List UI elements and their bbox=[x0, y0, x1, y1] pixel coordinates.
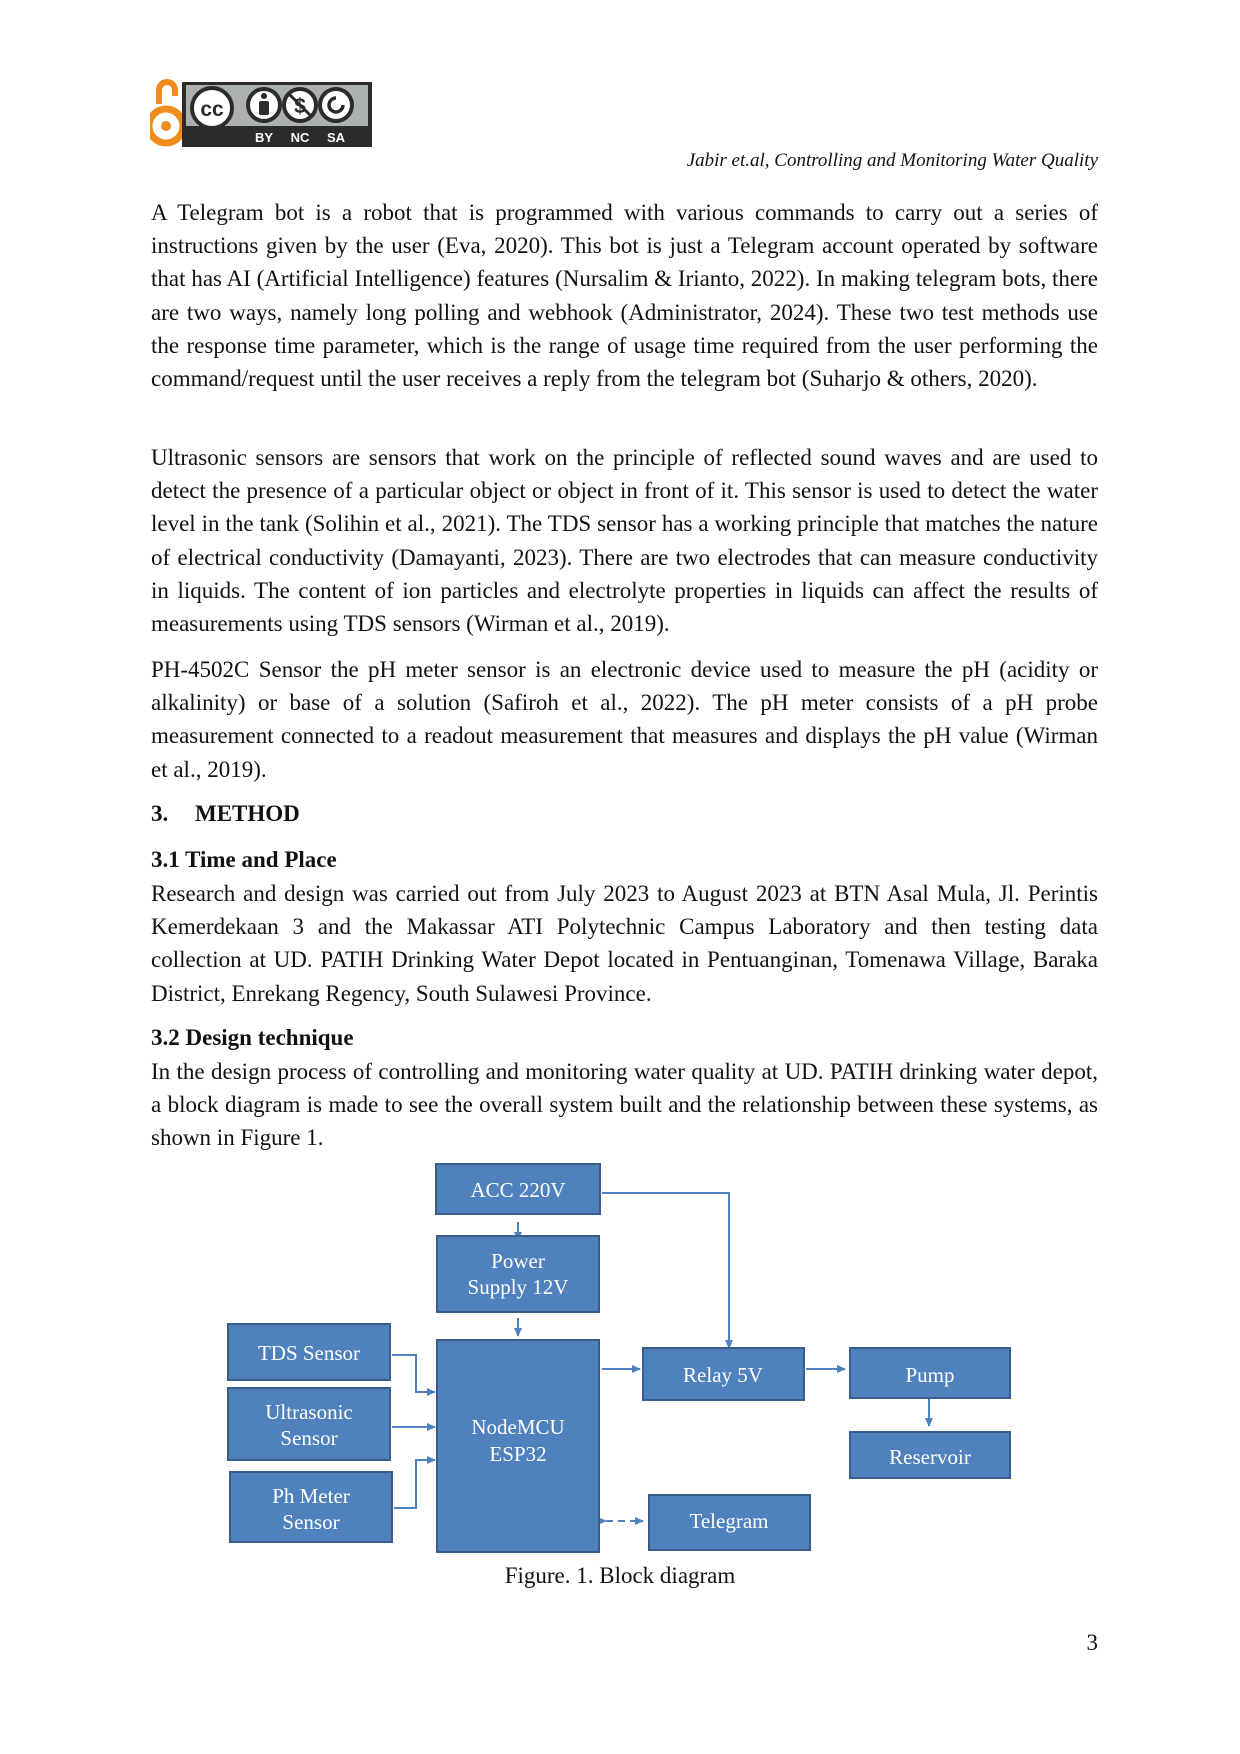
block-power-supply-label-line1: Power bbox=[491, 1249, 545, 1273]
block-telegram: Telegram bbox=[648, 1494, 811, 1551]
license-sa-label: SA bbox=[327, 130, 346, 145]
cc-icon: cc bbox=[190, 86, 234, 130]
block-pump: Pump bbox=[849, 1347, 1011, 1399]
block-pump-label: Pump bbox=[905, 1363, 954, 1387]
open-access-icon bbox=[150, 79, 187, 147]
block-relay-5v: Relay 5V bbox=[642, 1347, 805, 1401]
block-power-supply-12v: Power Supply 12V bbox=[436, 1235, 600, 1313]
block-nodemcu-esp32: NodeMCU ESP32 bbox=[436, 1339, 600, 1553]
section-number: 3. bbox=[151, 801, 169, 826]
paragraph-time-place: Research and design was carried out from… bbox=[151, 881, 1098, 1006]
diagram-connectors bbox=[392, 1192, 933, 1525]
paragraph-design-technique: In the design process of controlling and… bbox=[151, 1059, 1098, 1151]
block-power-supply-label-line2: Supply 12V bbox=[468, 1275, 569, 1299]
subsection-heading-time-place: 3.1 Time and Place bbox=[151, 847, 337, 872]
subsection-heading-design-technique: 3.2 Design technique bbox=[151, 1025, 354, 1050]
section-title: METHOD bbox=[195, 801, 300, 826]
block-nodemcu-label-line1: NodeMCU bbox=[471, 1415, 564, 1439]
block-ultrasonic-label-line2: Sensor bbox=[280, 1426, 337, 1450]
block-ultrasonic-sensor: Ultrasonic Sensor bbox=[227, 1387, 391, 1461]
block-reservoir-label: Reservoir bbox=[889, 1445, 971, 1469]
block-tds-sensor-label: TDS Sensor bbox=[258, 1341, 360, 1365]
running-head: Jabir et.al, Controlling and Monitoring … bbox=[686, 150, 1098, 171]
share-alike-icon bbox=[318, 87, 354, 123]
paragraph-telegram-bot: A Telegram bot is a robot that is progra… bbox=[151, 200, 1098, 392]
cc-mark: cc bbox=[200, 98, 224, 121]
block-ph-meter-label-line2: Sensor bbox=[282, 1510, 339, 1534]
block-telegram-label: Telegram bbox=[690, 1509, 769, 1533]
non-commercial-icon: $ bbox=[282, 87, 318, 123]
block-acc-220v-label: ACC 220V bbox=[470, 1178, 565, 1202]
block-ultrasonic-label-line1: Ultrasonic bbox=[265, 1400, 352, 1424]
paragraph-ultrasonic-tds: Ultrasonic sensors are sensors that work… bbox=[151, 445, 1098, 637]
block-tds-sensor: TDS Sensor bbox=[227, 1323, 391, 1381]
block-nodemcu-label-line2: ESP32 bbox=[489, 1442, 546, 1466]
arrow-ph-to-nodemcu bbox=[394, 1456, 436, 1509]
arrow-acc-to-relay bbox=[602, 1192, 733, 1349]
block-acc-220v: ACC 220V bbox=[435, 1163, 601, 1215]
license-by-label: BY bbox=[255, 130, 273, 145]
block-relay-label: Relay 5V bbox=[683, 1363, 763, 1387]
block-ph-meter-sensor: Ph Meter Sensor bbox=[229, 1471, 393, 1543]
figure-caption: Figure. 1. Block diagram bbox=[504, 1563, 736, 1588]
block-reservoir: Reservoir bbox=[849, 1431, 1011, 1479]
paragraph-ph-sensor: PH-4502C Sensor the pH meter sensor is a… bbox=[151, 657, 1098, 782]
cc-by-nc-sa-license-logo: cc $ BY NC SA bbox=[150, 79, 372, 147]
page-number: 3 bbox=[1086, 1630, 1099, 1655]
arrow-tds-to-nodemcu bbox=[392, 1354, 436, 1396]
block-ph-meter-label-line1: Ph Meter bbox=[272, 1484, 350, 1508]
attribution-icon bbox=[246, 87, 282, 123]
section-heading-method: 3. METHOD bbox=[151, 801, 300, 827]
license-nc-label: NC bbox=[291, 130, 310, 145]
